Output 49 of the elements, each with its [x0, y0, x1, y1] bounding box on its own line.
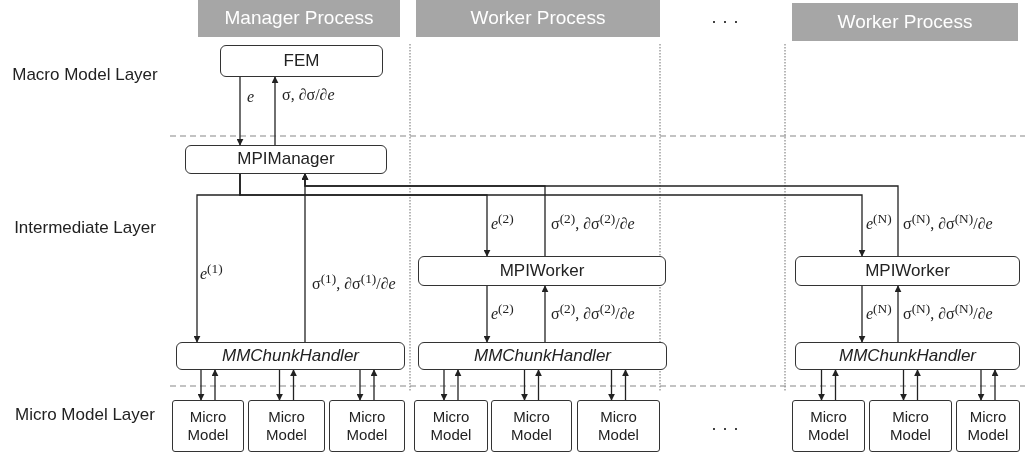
layer-label: Intermediate Layer: [13, 217, 157, 239]
process-header: Manager Process: [198, 0, 400, 37]
model-box: Micro Model: [329, 400, 405, 452]
arrow: [356, 369, 364, 401]
arrow: [818, 369, 825, 401]
ellipsis: · · ·: [710, 10, 740, 33]
arrow: [832, 369, 839, 401]
model-box: Micro Model: [414, 400, 488, 452]
arrow: [991, 369, 999, 401]
arrow: [271, 76, 279, 146]
process-box: MMChunkHandler: [418, 342, 667, 370]
process-header: Worker Process: [792, 3, 1018, 41]
model-box: Micro Model: [577, 400, 660, 452]
arrow: [900, 369, 907, 401]
model-box: Micro Model: [491, 400, 572, 452]
layer-label: Micro Model Layer: [14, 404, 156, 426]
ellipsis: · · ·: [710, 417, 740, 440]
arrow: [236, 76, 244, 146]
model-box: Micro Model: [792, 400, 865, 452]
arrow: [211, 369, 219, 401]
arrow: [977, 369, 985, 401]
process-box: MMChunkHandler: [795, 342, 1020, 370]
model-box: Micro Model: [172, 400, 244, 452]
arrow: [541, 285, 549, 343]
arrow: [608, 369, 615, 401]
arrow: [483, 285, 491, 343]
process-header: Worker Process: [416, 0, 660, 37]
layer-label: Macro Model Layer: [11, 64, 159, 86]
arrow: [858, 285, 866, 343]
arrow: [440, 369, 448, 401]
model-box: Micro Model: [248, 400, 325, 452]
process-box: FEM: [220, 45, 383, 77]
process-box: MPIWorker: [795, 256, 1020, 286]
arrow: [914, 369, 921, 401]
process-box: MPIManager: [185, 145, 387, 174]
process-box: MPIWorker: [418, 256, 666, 286]
model-box: Micro Model: [956, 400, 1020, 452]
arrow: [535, 369, 542, 401]
arrow: [454, 369, 462, 401]
arrow: [197, 369, 205, 401]
model-box: Micro Model: [869, 400, 952, 452]
arrow: [290, 369, 297, 401]
arrow: [276, 369, 283, 401]
process-box: MMChunkHandler: [176, 342, 405, 370]
arrow: [370, 369, 378, 401]
arrow: [622, 369, 629, 401]
arrow: [521, 369, 528, 401]
arrow: [894, 285, 902, 343]
edge-label: σ, ∂σ/∂e: [281, 86, 336, 104]
